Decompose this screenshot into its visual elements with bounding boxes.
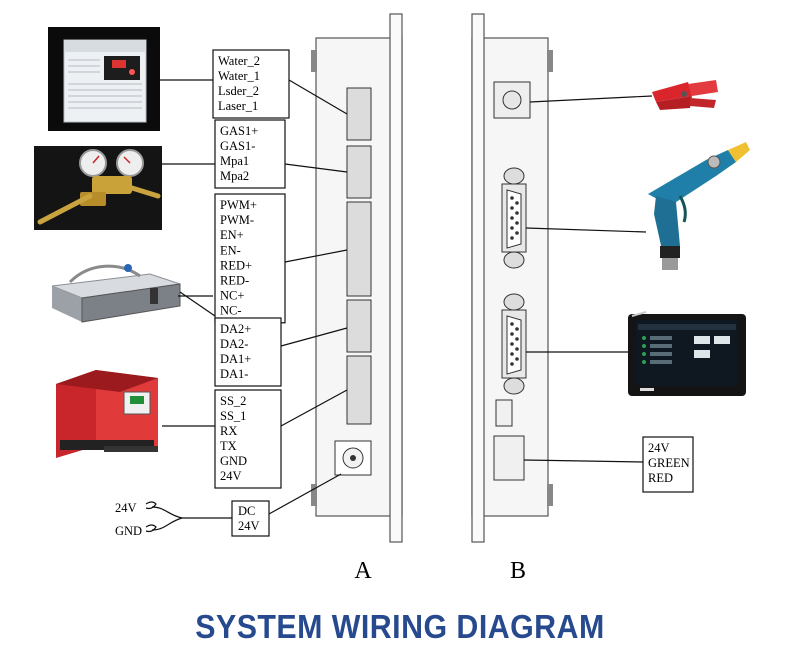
dc-box-label: 24V [238, 519, 260, 533]
terminal-label: GND [220, 454, 247, 468]
panel-a-label: A [354, 558, 372, 584]
panel-a-body [311, 13, 403, 543]
panel-b-connector-lines [523, 95, 653, 463]
terminal-label: SS_2 [220, 394, 246, 408]
panel-b-body [471, 13, 553, 543]
touch-screen-image [628, 311, 746, 396]
terminal-label: GAS1+ [220, 124, 258, 138]
terminal-label: Lsder_2 [218, 84, 259, 98]
da-group: DA2+DA2-DA1+DA1- [214, 317, 282, 387]
panel-a-connector-lines [268, 79, 348, 515]
dc-box-label: DC [238, 504, 255, 518]
terminal-label: NC- [220, 304, 242, 318]
terminal-label: Mpa2 [220, 169, 249, 183]
power-input-wires [145, 501, 232, 533]
power-input-24v: 24V [115, 501, 137, 515]
terminal-label: RED+ [220, 258, 252, 272]
gas-regulator-image [34, 146, 162, 230]
water-laser-group-box [212, 49, 290, 119]
terminal-label: EN- [220, 243, 241, 257]
device-leader-lines [160, 79, 216, 427]
water-chiller-image [48, 27, 160, 131]
terminal-label: Laser_1 [218, 99, 258, 113]
power-input-gnd: GND [115, 524, 142, 538]
da-group-box [214, 317, 282, 387]
status-box-label: 24V [648, 441, 670, 455]
terminal-label: TX [220, 439, 237, 453]
diagram-title: SYSTEM WIRING DIAGRAM [195, 608, 605, 645]
wire-feeder-image [50, 365, 162, 471]
terminal-label: Water_1 [218, 69, 260, 83]
db9-connector-1 [501, 167, 527, 269]
pwm-group: PWM+PWM-EN+EN-RED+ RED-NC+NC- [214, 193, 286, 324]
terminal-label: DA1+ [220, 352, 251, 366]
terminal-label: Water_2 [218, 54, 260, 68]
pwm-group-box [214, 193, 286, 324]
terminal-label: PWM- [220, 213, 254, 227]
gas-group-box [214, 119, 286, 189]
terminal-label: DA1- [220, 367, 248, 381]
terminal-label: Mpa1 [220, 154, 249, 168]
panel-b-label: B [510, 558, 526, 584]
terminal-label: NC+ [220, 289, 244, 303]
terminal-label: RED- [220, 274, 249, 288]
welding-torch-image [648, 142, 750, 270]
terminal-label: RX [220, 424, 237, 438]
status-box-label: GREEN [648, 456, 690, 470]
ss-group-box [214, 389, 282, 489]
terminal-label: DA2+ [220, 322, 251, 336]
db9-connector-2 [501, 293, 527, 395]
terminal-label: 24V [220, 469, 242, 483]
terminal-label: DA2- [220, 337, 248, 351]
laser-source-image [48, 264, 181, 323]
terminal-label: PWM+ [220, 198, 257, 212]
terminal-label: SS_1 [220, 409, 246, 423]
terminal-label: GAS1- [220, 139, 255, 153]
terminal-label-groups: Water_2Water_1Lsder_2Laser_1GAS1+GAS1-Mp… [212, 49, 290, 489]
terminal-label: EN+ [220, 228, 244, 242]
status-box-label: RED [648, 471, 673, 485]
ground-clamp-image [652, 80, 718, 110]
